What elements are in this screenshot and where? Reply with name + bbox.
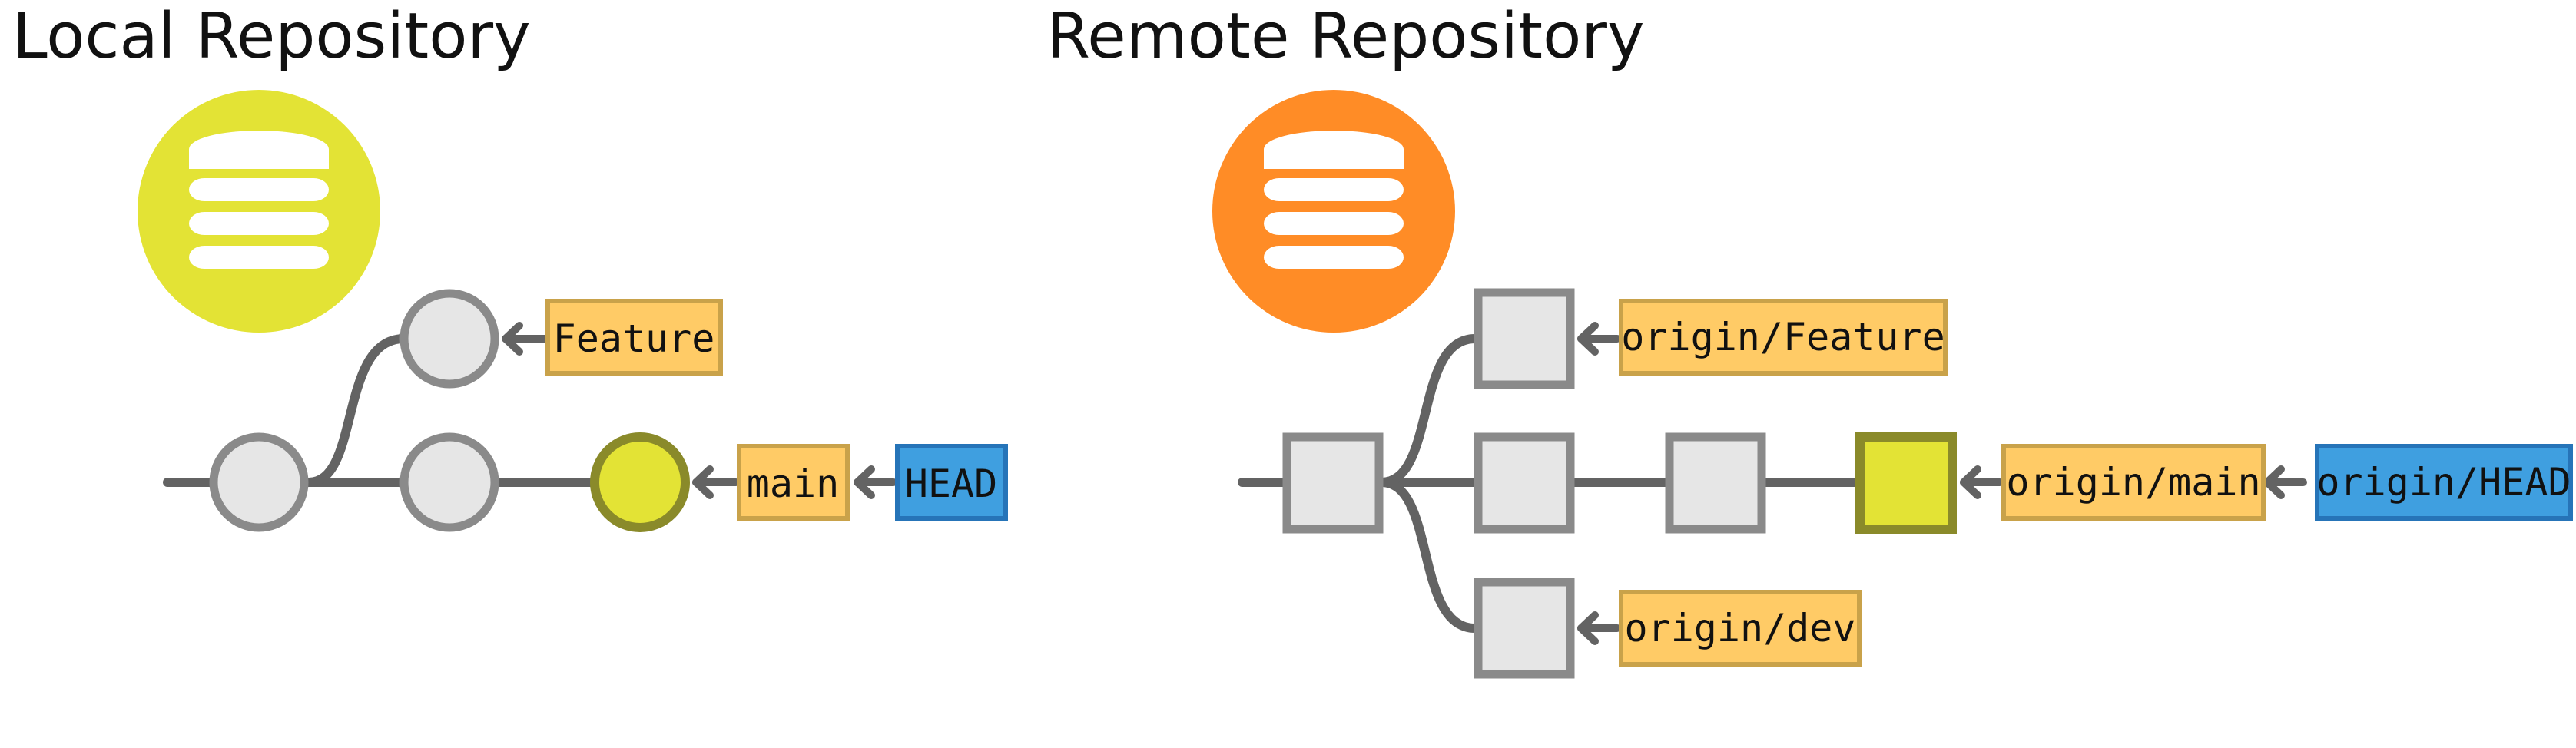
local-commit-head xyxy=(590,432,690,532)
remote-branch-feature: origin/Feature xyxy=(1619,299,1948,376)
arrow-origin-main-to-commit xyxy=(1960,465,2004,499)
local-commit-feature xyxy=(399,289,499,389)
arrow-feature-to-commit xyxy=(502,322,549,356)
remote-commit-dev xyxy=(1474,578,1575,679)
local-branch-main: main xyxy=(737,444,850,521)
remote-commit-2 xyxy=(1474,432,1575,534)
local-repo-title: Local Repository xyxy=(12,0,531,73)
remote-head-pointer: origin/HEAD xyxy=(2315,444,2573,521)
remote-repo-icon xyxy=(1212,90,1455,333)
local-branch-feature: Feature xyxy=(545,299,723,376)
remote-repo-title: Remote Repository xyxy=(1046,0,1644,73)
remote-commit-head xyxy=(1855,432,1957,534)
local-commit-2 xyxy=(399,432,499,532)
local-arrows xyxy=(502,322,897,499)
remote-branch-feature-label: origin/Feature xyxy=(1621,315,1944,359)
remote-repo-badge xyxy=(1212,90,1455,333)
arrow-origin-feature-to-commit xyxy=(1577,322,1621,356)
remote-branch-main-label: origin/main xyxy=(2006,460,2260,505)
local-repo-badge xyxy=(138,90,380,333)
arrow-origin-dev-to-commit xyxy=(1577,611,1621,645)
remote-head-label: origin/HEAD xyxy=(2316,460,2571,505)
local-commit-1 xyxy=(209,432,309,532)
local-feature-branch-line xyxy=(304,334,409,487)
local-head-pointer: HEAD xyxy=(895,444,1008,521)
local-branch-feature-label: Feature xyxy=(553,316,715,361)
database-icon xyxy=(189,131,329,269)
remote-branch-main: origin/main xyxy=(2001,444,2266,521)
remote-branch-dev: origin/dev xyxy=(1619,590,1862,667)
database-icon xyxy=(1264,131,1404,269)
remote-commit-feature xyxy=(1474,288,1575,389)
remote-branch-dev-label: origin/dev xyxy=(1624,606,1855,650)
remote-dev-branch-line xyxy=(1377,478,1480,633)
arrow-origin-head-to-main xyxy=(2263,465,2307,499)
remote-commit-1 xyxy=(1282,432,1384,534)
remote-commit-3 xyxy=(1665,432,1766,534)
local-repo-icon xyxy=(138,90,380,333)
arrow-main-to-commit xyxy=(692,465,740,499)
remote-feature-branch-line xyxy=(1377,334,1480,487)
local-branch-main-label: main xyxy=(747,462,839,506)
remote-arrows xyxy=(1577,322,2307,645)
arrow-head-to-main xyxy=(854,465,897,499)
local-head-label: HEAD xyxy=(905,462,997,506)
